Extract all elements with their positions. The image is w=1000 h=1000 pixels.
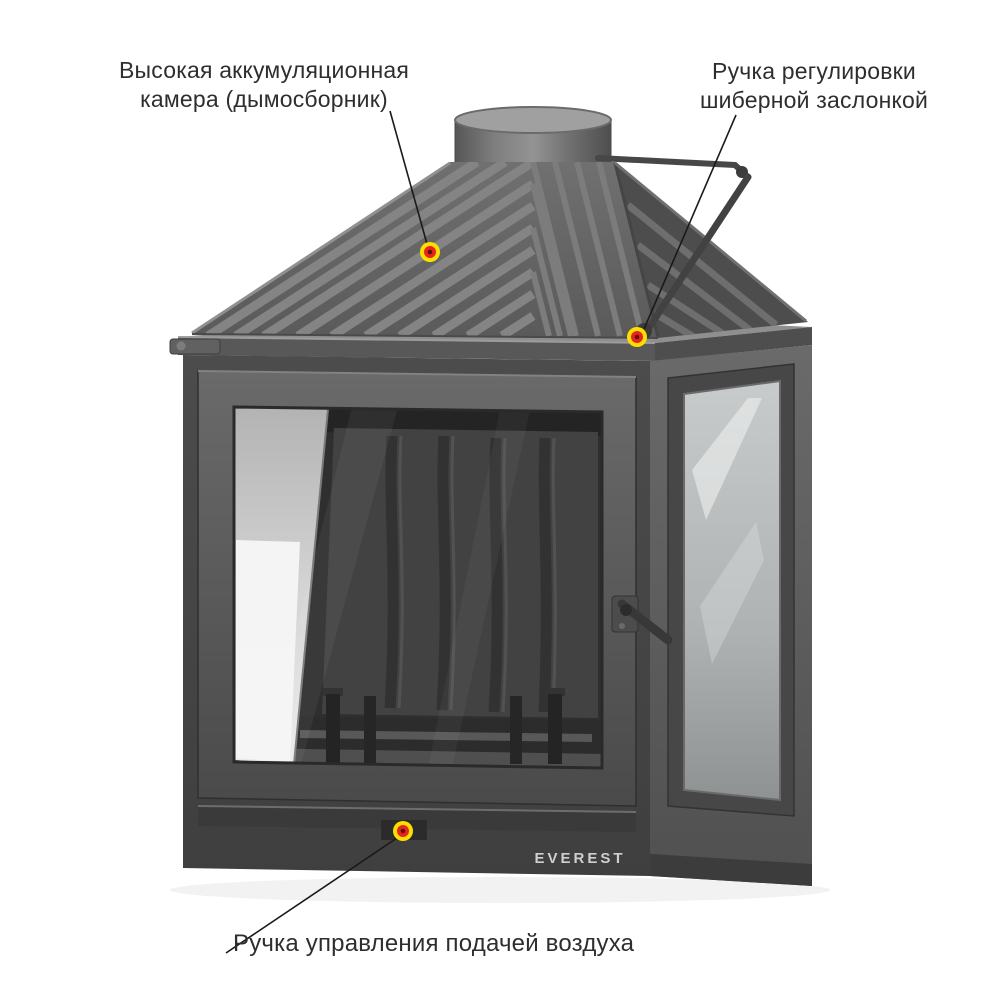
dome-ribs-front-right bbox=[530, 162, 645, 337]
brand-logo: EVEREST bbox=[534, 850, 625, 867]
dome-ribs-front bbox=[205, 162, 536, 338]
smoke-dome bbox=[191, 161, 808, 339]
ash-lip bbox=[198, 806, 636, 832]
marker-icon-damper bbox=[627, 327, 647, 347]
annotation-line-smoke-chamber bbox=[389, 110, 428, 245]
annotation-line-air-control bbox=[225, 837, 398, 954]
marker-icon-air-control bbox=[393, 821, 413, 841]
front-door bbox=[197, 370, 637, 807]
door-glass bbox=[234, 407, 602, 768]
annotation-lines bbox=[225, 110, 737, 954]
annotation-line-damper bbox=[643, 114, 737, 330]
label-damper-handle: Ручка регулировки шиберной заслонкой bbox=[699, 58, 929, 113]
ground-shadow bbox=[170, 877, 830, 903]
marker-icon-smoke-chamber bbox=[420, 242, 440, 262]
base-panel: EVEREST bbox=[197, 805, 637, 867]
label-smoke-chamber: Высокая аккумуляционная камера (дымосбор… bbox=[118, 57, 410, 112]
label-air-control: Ручка управления подачей воздуха bbox=[233, 930, 635, 957]
door-handle bbox=[611, 595, 673, 645]
side-window bbox=[667, 363, 795, 817]
top-plate bbox=[169, 327, 812, 361]
log-guard-posts bbox=[323, 688, 565, 764]
